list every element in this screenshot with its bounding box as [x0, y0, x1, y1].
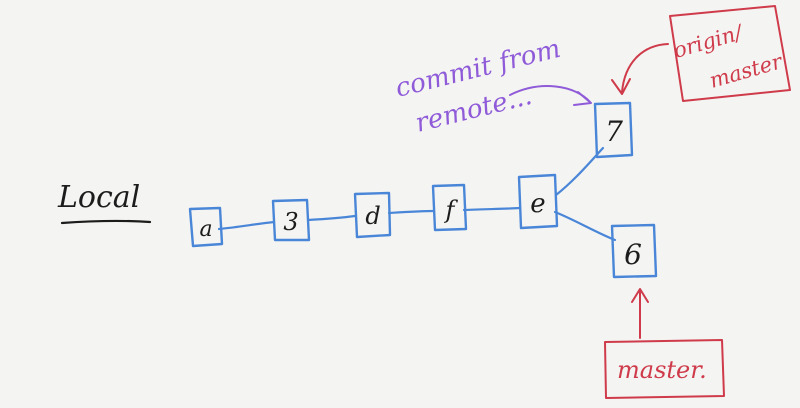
commit-6-box — [610, 223, 658, 279]
commit-d: d — [353, 191, 392, 239]
commit-d-label: d — [365, 202, 380, 230]
commit-7-box — [593, 101, 634, 159]
commit-e-label: e — [530, 189, 545, 219]
commit-6: 6 — [610, 223, 658, 279]
master-text: master. — [617, 356, 707, 384]
edge-d-f — [387, 209, 436, 215]
local-underline — [60, 219, 152, 225]
master-label: master. — [604, 288, 725, 399]
commit-7: 7 — [593, 101, 634, 159]
remote-commit-note: commit from remote... — [392, 34, 592, 139]
commit-edges — [217, 146, 617, 242]
commit-a-label: a — [199, 217, 212, 242]
commit-f-label: f — [444, 196, 459, 224]
origin-arrowhead — [611, 78, 631, 95]
edge-a-3 — [217, 220, 276, 231]
commit-a: a — [188, 206, 224, 248]
origin-arrow — [621, 43, 669, 93]
master-box — [604, 339, 725, 399]
edge-e-7 — [554, 146, 605, 197]
local-label-text: Local — [57, 180, 140, 215]
edge-3-d — [306, 214, 357, 222]
origin-master-label: origin/ master — [611, 5, 791, 102]
commit-a-box — [188, 206, 224, 248]
local-section-label: Local — [57, 180, 152, 225]
commit-e: e — [517, 173, 559, 230]
commit-7-label: 7 — [605, 115, 623, 148]
commit-e-box — [517, 173, 559, 230]
origin-line2: master — [707, 49, 787, 93]
commit-3-label: 3 — [283, 208, 298, 236]
commit-d-box — [353, 191, 392, 239]
commit-f-box — [431, 183, 468, 232]
remote-note-arrowhead — [573, 91, 592, 106]
edge-e-6 — [553, 210, 617, 242]
origin-line1: origin/ — [671, 20, 747, 63]
origin-master-box — [669, 5, 791, 102]
commit-3-box — [271, 198, 311, 242]
commit-f: f — [431, 183, 468, 232]
commit-3: 3 — [271, 198, 311, 242]
master-arrowhead — [631, 288, 649, 303]
edge-f-e — [462, 206, 522, 212]
commit-6-label: 6 — [624, 238, 642, 271]
